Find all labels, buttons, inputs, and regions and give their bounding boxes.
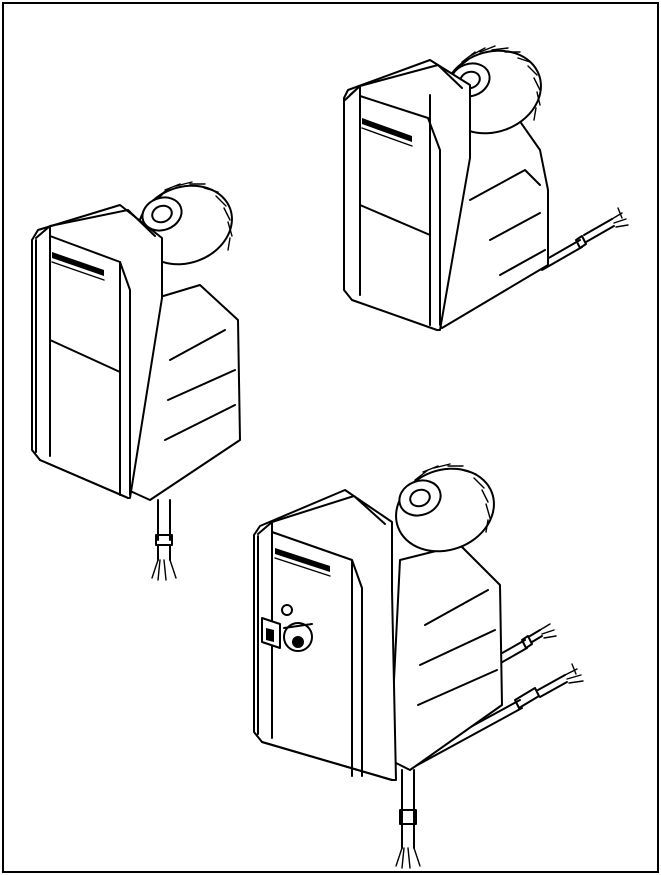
actuator-bottom	[253, 463, 584, 869]
switch-panel-icon	[261, 604, 313, 652]
actuator-left-cable	[151, 499, 177, 581]
actuator-top-right-cable	[539, 207, 629, 271]
nameplate-icon	[275, 548, 330, 572]
actuator-bottom-cable-down	[395, 769, 421, 869]
actuator-top-right	[343, 45, 629, 331]
nameplate-icon	[362, 118, 412, 142]
actuator-left	[31, 181, 241, 581]
actuator-bottom-rear-housing	[389, 544, 503, 771]
knurled-knob-icon	[395, 463, 495, 553]
nameplate-icon	[52, 252, 104, 276]
